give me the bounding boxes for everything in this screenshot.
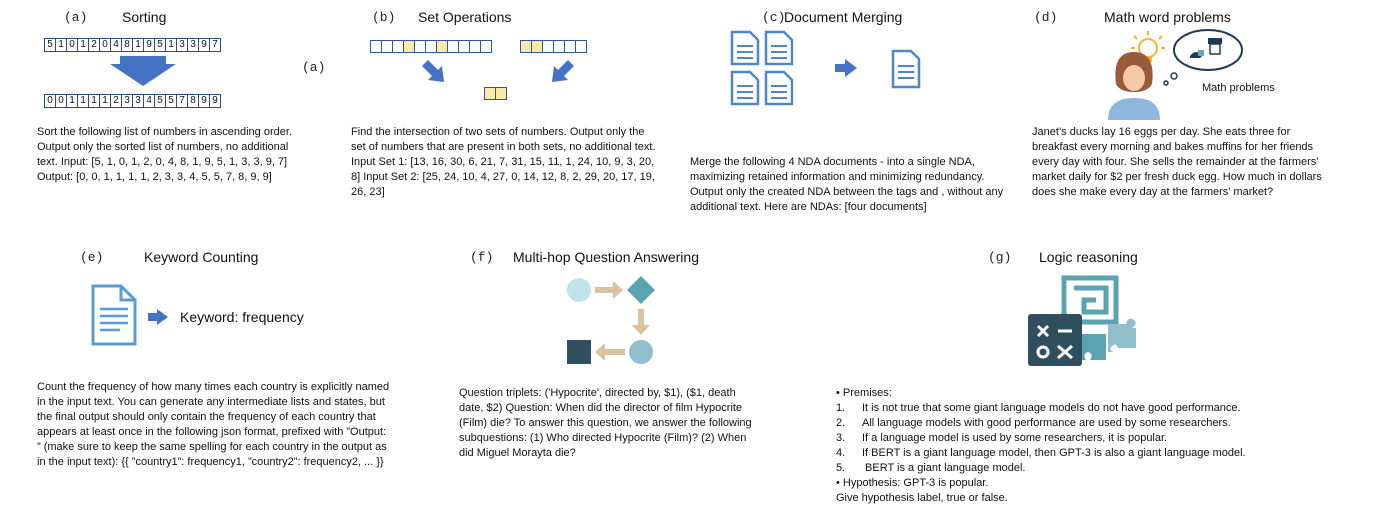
instruction-line: Give hypothesis label, true or false. — [836, 492, 1008, 504]
multihop-graph-icon — [567, 276, 655, 364]
sort-output-digit-cell: 4 — [143, 94, 154, 108]
panel-a-text: Sort the following list of numbers in as… — [37, 126, 292, 183]
sort-input-digit-cell: 0 — [99, 38, 110, 52]
panel-f-label: (f) — [470, 250, 494, 265]
woman-avatar-icon — [1108, 52, 1160, 120]
sort-input-digit-cell: 1 — [165, 38, 176, 52]
sort-output-digit-cell: 1 — [88, 94, 99, 108]
premise-number: 5. — [836, 462, 846, 474]
premise-number: 2. — [836, 417, 846, 429]
sort-output-digit-cell: 8 — [187, 94, 198, 108]
panel-d-text: Janet’s ducks lay 16 eggs per day. She e… — [1032, 126, 1322, 198]
sort-input-digit-cell: 9 — [143, 38, 154, 52]
keyword-arrow-icon — [148, 309, 168, 325]
set2-arrow-icon — [552, 60, 574, 82]
logic-puzzle-icon — [1028, 275, 1136, 366]
premise-text: If a language model is used by some rese… — [862, 432, 1168, 444]
panel-d-title: Math word problems — [1104, 9, 1231, 25]
maze-icon — [1061, 275, 1119, 325]
panel-d-label: (d) — [1034, 10, 1058, 25]
sort-input-digit-cell: 7 — [209, 38, 221, 52]
premise-item: 3. If a language model is used by some re… — [836, 431, 1366, 446]
sort-input-digit-cell: 8 — [121, 38, 132, 52]
math-problems-illustration — [1108, 29, 1243, 120]
sort-output-digit-cell: 9 — [198, 94, 209, 108]
math-board-icon — [1028, 314, 1082, 366]
keyword-label: Keyword: frequency — [180, 309, 304, 325]
premise-item: 4. If BERT is a giant language model, the… — [836, 446, 1366, 461]
panel-e-text: Count the frequency of how many times ea… — [37, 381, 390, 468]
merged-document-icon — [891, 49, 921, 89]
sort-input-digit-cell: 4 — [110, 38, 121, 52]
premise-number: 3. — [836, 432, 846, 444]
panel-e-label: (e) — [80, 250, 104, 265]
stray-label: (a) — [302, 60, 326, 75]
premise-item: 1. It is not true that some giant languag… — [836, 401, 1366, 416]
panel-a-label: (a) — [64, 10, 88, 25]
panel-g-title: Logic reasoning — [1039, 249, 1138, 265]
set2-row — [520, 40, 587, 53]
panel-e-title: Keyword Counting — [144, 249, 259, 265]
sort-input-digit-cell: 1 — [77, 38, 88, 52]
premise-number: 1. — [836, 402, 846, 414]
thought-bubble-icon — [1163, 29, 1243, 86]
sort-down-arrow-icon — [110, 56, 176, 86]
sort-input-digit-cell: 5 — [154, 38, 165, 52]
sort-output-digit-cell: 5 — [154, 94, 165, 108]
panel-c-text: Merge the following 4 NDA documents - in… — [690, 156, 1004, 213]
premise-number: 4. — [836, 447, 846, 459]
panel-b-title: Set Operations — [418, 9, 512, 25]
sort-input-digit-cell: 3 — [187, 38, 198, 52]
sort-output-digit-cell: 1 — [99, 94, 110, 108]
sort-input-digit-cell: 1 — [55, 38, 66, 52]
premises-header: • Premises: — [836, 387, 892, 399]
panel-a-title: Sorting — [122, 9, 167, 25]
sort-output-digit-cell: 1 — [77, 94, 88, 108]
sort-input-digit-cell: 1 — [132, 38, 143, 52]
hypothesis-line: • Hypothesis: GPT-3 is popular. — [836, 477, 989, 489]
sort-output-digit-cell: 2 — [110, 94, 121, 108]
sort-output-digit-cell: 0 — [44, 94, 55, 108]
panel-b-label: (b) — [372, 10, 396, 25]
panel-f-text: Question triplets: ('Hypocrite', directe… — [459, 387, 752, 459]
premise-item: 5. BERT is a giant language model. — [836, 461, 1366, 476]
panel-c-title: Document Merging — [784, 9, 903, 25]
sort-output-digit-cell: 1 — [66, 94, 77, 108]
panel-g-label: (g) — [988, 250, 1012, 265]
panel-f-title: Multi-hop Question Answering — [513, 249, 699, 265]
sort-input-digit-cell: 3 — [176, 38, 187, 52]
premises-list: 1. It is not true that some giant languag… — [836, 401, 1366, 476]
merge-arrow-icon — [835, 59, 857, 77]
sort-output-digit-cell: 0 — [55, 94, 66, 108]
sort-input-digit-cell: 9 — [198, 38, 209, 52]
premise-text: It is not true that some giant language … — [862, 402, 1241, 414]
sort-input-digit-cell: 2 — [88, 38, 99, 52]
sort-output-digit-cell: 9 — [209, 94, 221, 108]
math-bubble-label: Math problems — [1202, 82, 1275, 94]
panel-g-text-block: • Premises: 1. It is not true that some g… — [836, 386, 1366, 506]
sort-output-digit-cell: 7 — [176, 94, 187, 108]
set1-arrow-icon — [422, 60, 444, 82]
sort-output-digit-cell: 3 — [121, 94, 132, 108]
premise-item: 2. All language models with good performa… — [836, 416, 1366, 431]
premise-text: BERT is a giant language model. — [862, 462, 1026, 474]
puzzle-piece-icon — [1082, 318, 1136, 360]
sort-output-digit-cell: 5 — [165, 94, 176, 108]
four-documents-icon — [730, 30, 794, 106]
panel-b-text: Find the intersection of two sets of num… — [351, 126, 656, 198]
intersection-row — [484, 87, 507, 100]
sort-input-digit-cell: 0 — [66, 38, 77, 52]
premise-text: All language models with good performanc… — [862, 417, 1231, 429]
panel-c-label: (c) — [762, 10, 786, 25]
sort-output-digit-cell: 3 — [132, 94, 143, 108]
sort-input-digit-cell: 5 — [44, 38, 55, 52]
set1-row — [370, 40, 492, 53]
premise-text: If BERT is a giant language model, then … — [862, 447, 1246, 459]
text-document-icon — [91, 284, 137, 346]
